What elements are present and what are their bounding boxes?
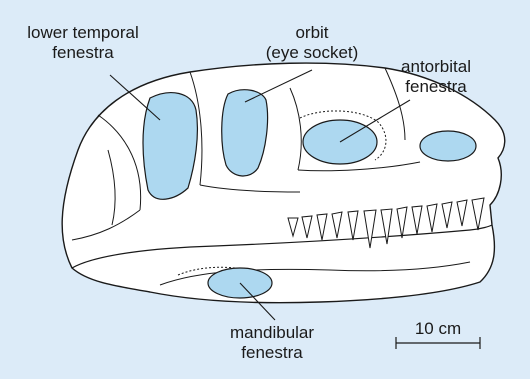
label-antorbital-1: antorbital — [401, 57, 471, 76]
label-orbit-1: orbit — [295, 23, 328, 42]
label-lower-temporal-2: fenestra — [52, 43, 114, 62]
label-mandibular-1: mandibular — [230, 323, 314, 342]
scale-bar: 10 cm — [396, 319, 480, 349]
label-antorbital-2: fenestra — [405, 77, 467, 96]
scale-bar-label: 10 cm — [415, 319, 461, 338]
nasal-opening — [420, 131, 476, 161]
lower-temporal-fenestra — [143, 93, 197, 200]
label-lower-temporal-1: lower temporal — [27, 23, 139, 42]
label-mandibular-2: fenestra — [241, 343, 303, 362]
label-orbit-2: (eye socket) — [266, 43, 359, 62]
